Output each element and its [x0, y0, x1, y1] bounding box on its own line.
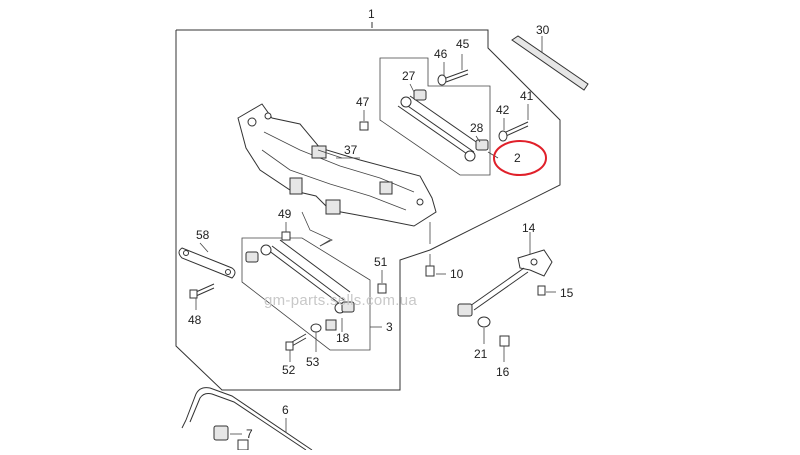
- stabilizer-bar: [181, 387, 313, 451]
- callout-47: 47: [356, 95, 370, 109]
- callout-14: 14: [522, 221, 536, 235]
- callout-52: 52: [282, 363, 296, 377]
- callout-42: 42: [496, 103, 510, 117]
- callout-21: 21: [474, 347, 488, 361]
- callout-28: 28: [470, 121, 484, 135]
- callout-51: 51: [374, 255, 388, 269]
- bolt-48: [189, 283, 215, 310]
- callout-labels: 1 2 3 6 7 10 14 15 16 18 21 27 28 30 37 …: [188, 7, 574, 441]
- upper-link-arm: [397, 89, 489, 162]
- callout-27: 27: [402, 69, 416, 83]
- callout-45: 45: [456, 37, 470, 51]
- track-rod-assembly: [457, 232, 556, 362]
- callout-53: 53: [306, 355, 320, 369]
- bolt-41-42: [498, 104, 529, 142]
- subassembly-box-lower: [241, 237, 382, 351]
- highlight-circle: [493, 140, 547, 176]
- callout-37: 37: [344, 143, 358, 157]
- callout-41: 41: [520, 89, 534, 103]
- watermark-text: gm-parts.sells.com.ua: [264, 292, 417, 309]
- subassembly-box-upper: [379, 57, 491, 176]
- bracket-58: [178, 242, 236, 279]
- callout-16: 16: [496, 365, 510, 379]
- callout-2: 2: [514, 151, 521, 165]
- bolt-45-46: [437, 54, 469, 86]
- callout-30: 30: [536, 23, 550, 37]
- nut-51: [377, 270, 387, 294]
- callout-58: 58: [196, 228, 210, 242]
- crossmember-part: [237, 103, 437, 247]
- callout-6: 6: [282, 403, 289, 417]
- leader-lines: [317, 83, 499, 247]
- callout-10: 10: [450, 267, 464, 281]
- nut-47: [359, 110, 369, 131]
- strip-part-30: [511, 35, 589, 91]
- lower-link-arm: [245, 222, 355, 314]
- callout-48: 48: [188, 313, 202, 327]
- callout-7: 7: [246, 427, 253, 441]
- callout-46: 46: [434, 47, 448, 61]
- bolt-10: [425, 254, 446, 277]
- callout-18: 18: [336, 331, 350, 345]
- callout-3: 3: [386, 320, 393, 334]
- callout-1: 1: [368, 7, 375, 21]
- callout-15: 15: [560, 286, 574, 300]
- assembly-outline: [175, 22, 561, 391]
- bolt-52-washer-53: [285, 318, 343, 362]
- callout-49: 49: [278, 207, 292, 221]
